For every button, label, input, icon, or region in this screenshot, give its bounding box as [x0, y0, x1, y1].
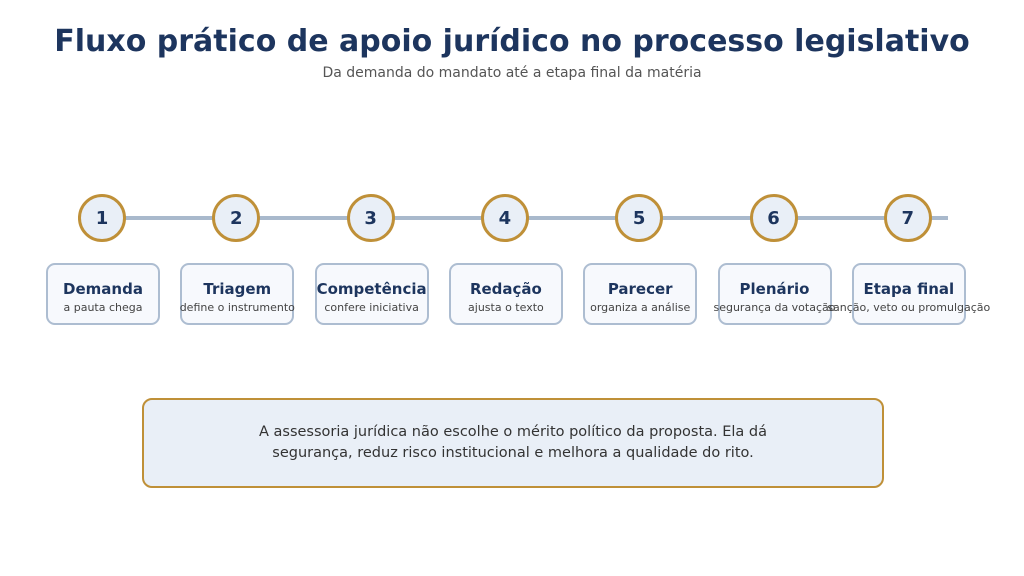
step-description: organiza a análise	[590, 301, 691, 314]
step-circle: 6	[749, 194, 798, 242]
step-box: Etapa final sanção, veto ou promulgação	[827, 263, 990, 325]
page-subtitle: Da demanda do mandato até a etapa final …	[322, 65, 702, 81]
step-box: Plenário segurança da votação	[713, 263, 836, 325]
note-box: A assessoria jurídica não escolhe o méri…	[142, 398, 884, 488]
step-box: Demanda a pauta chega	[46, 263, 160, 325]
step-title: Redação	[469, 280, 542, 298]
step-title: Plenário	[739, 280, 810, 298]
step-description: segurança da votação	[713, 301, 836, 314]
step-box: Triagem define o instrumento	[180, 263, 295, 325]
step-description: sanção, veto ou promulgação	[827, 301, 991, 314]
step-circle: 5	[615, 194, 664, 242]
page-title: Fluxo prático de apoio jurídico no proce…	[54, 24, 970, 59]
step-description: define o instrumento	[179, 301, 295, 314]
step-box: Redação ajusta o texto	[448, 263, 563, 325]
step-box: Parecer organiza a análise	[583, 263, 698, 325]
step-circle: 4	[480, 194, 529, 242]
step-title: Parecer	[607, 280, 673, 298]
note-line-1: A assessoria jurídica não escolhe o méri…	[258, 424, 768, 440]
step-description: ajusta o texto	[468, 301, 544, 314]
step-title: Demanda	[63, 280, 143, 298]
step-title: Competência	[316, 280, 427, 298]
step-box: Competência confere iniciativa	[314, 263, 429, 325]
step-description: confere iniciativa	[324, 301, 419, 314]
note-line-2: segurança, reduz risco institucional e m…	[272, 445, 754, 461]
step-title: Triagem	[203, 280, 272, 298]
step-circle: 2	[212, 194, 261, 242]
step-circle: 3	[346, 194, 395, 242]
step-circle: 7	[883, 194, 932, 242]
step-description: a pauta chega	[63, 301, 143, 314]
step-title: Etapa final	[863, 280, 955, 298]
step-circle: 1	[78, 194, 126, 242]
